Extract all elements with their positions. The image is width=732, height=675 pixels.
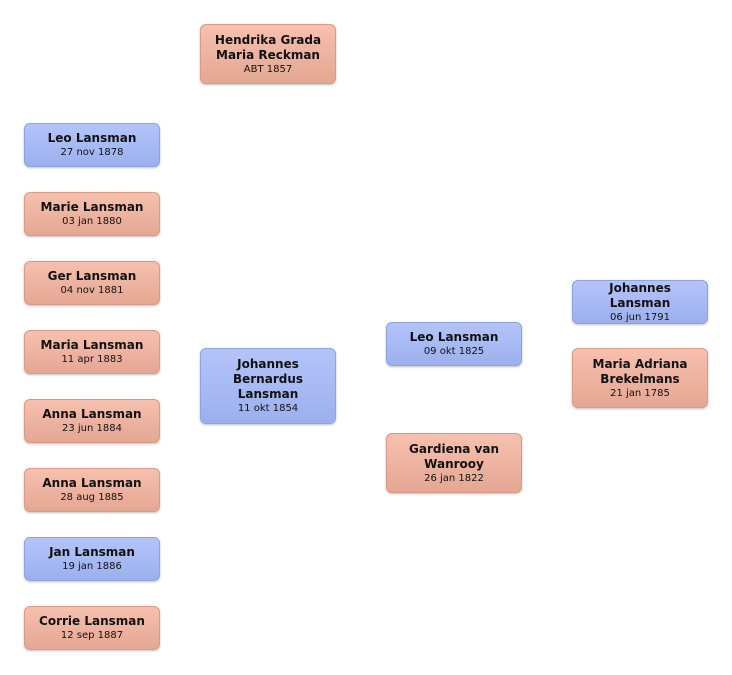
person-card-mother[interactable]: Gardiena van Wanrooy 26 jan 1822 <box>386 433 522 493</box>
person-name: Leo Lansman <box>47 131 137 145</box>
person-date: 09 okt 1825 <box>423 346 485 357</box>
person-name: Hendrika Grada Maria Reckman <box>214 32 322 62</box>
person-name: Anna Lansman <box>42 476 142 490</box>
person-name: Maria Adriana Brekelmans <box>592 356 688 386</box>
person-name: Corrie Lansman <box>39 614 145 628</box>
person-card-paternal-grandmother[interactable]: Maria Adriana Brekelmans 21 jan 1785 <box>572 348 708 408</box>
person-name: Gardiena van Wanrooy <box>409 441 499 471</box>
person-name: Anna Lansman <box>42 407 142 421</box>
person-name: Jan Lansman <box>49 545 135 559</box>
person-date: 12 sep 1887 <box>60 630 124 641</box>
person-card-paternal-grandfather[interactable]: Johannes Lansman 06 jun 1791 <box>572 280 708 324</box>
person-name: Maria Lansman <box>40 338 144 352</box>
person-date: 21 jan 1785 <box>610 387 670 399</box>
person-card-father[interactable]: Leo Lansman 09 okt 1825 <box>386 322 522 366</box>
person-card-child-3[interactable]: Ger Lansman 04 nov 1881 <box>24 261 160 305</box>
person-card-child-7[interactable]: Jan Lansman 19 jan 1886 <box>24 537 160 581</box>
person-name: Marie Lansman <box>40 200 144 214</box>
person-date: 06 jun 1791 <box>610 311 670 323</box>
person-card-child-5[interactable]: Anna Lansman 23 jun 1884 <box>24 399 160 443</box>
person-name: Leo Lansman <box>409 330 499 344</box>
person-card-child-1[interactable]: Leo Lansman 27 nov 1878 <box>24 123 160 167</box>
person-date: 23 jun 1884 <box>62 423 122 434</box>
person-date: 11 okt 1854 <box>237 403 299 414</box>
person-card-focus[interactable]: Johannes Bernardus Lansman 11 okt 1854 <box>200 348 336 424</box>
person-name: Johannes Lansman <box>609 280 671 310</box>
person-name: Johannes Bernardus Lansman <box>232 357 304 401</box>
person-card-child-2[interactable]: Marie Lansman 03 jan 1880 <box>24 192 160 236</box>
person-card-child-8[interactable]: Corrie Lansman 12 sep 1887 <box>24 606 160 650</box>
person-date: 04 nov 1881 <box>60 285 124 296</box>
person-date: 11 apr 1883 <box>61 354 123 365</box>
person-card-spouse[interactable]: Hendrika Grada Maria Reckman ABT 1857 <box>200 24 336 84</box>
person-date: 03 jan 1880 <box>62 216 122 227</box>
person-date: 28 aug 1885 <box>60 492 124 503</box>
person-date: ABT 1857 <box>243 63 293 75</box>
person-date: 26 jan 1822 <box>424 472 484 484</box>
person-name: Ger Lansman <box>47 269 137 283</box>
person-date: 27 nov 1878 <box>60 147 124 158</box>
person-card-child-4[interactable]: Maria Lansman 11 apr 1883 <box>24 330 160 374</box>
person-date: 19 jan 1886 <box>62 561 122 572</box>
person-card-child-6[interactable]: Anna Lansman 28 aug 1885 <box>24 468 160 512</box>
